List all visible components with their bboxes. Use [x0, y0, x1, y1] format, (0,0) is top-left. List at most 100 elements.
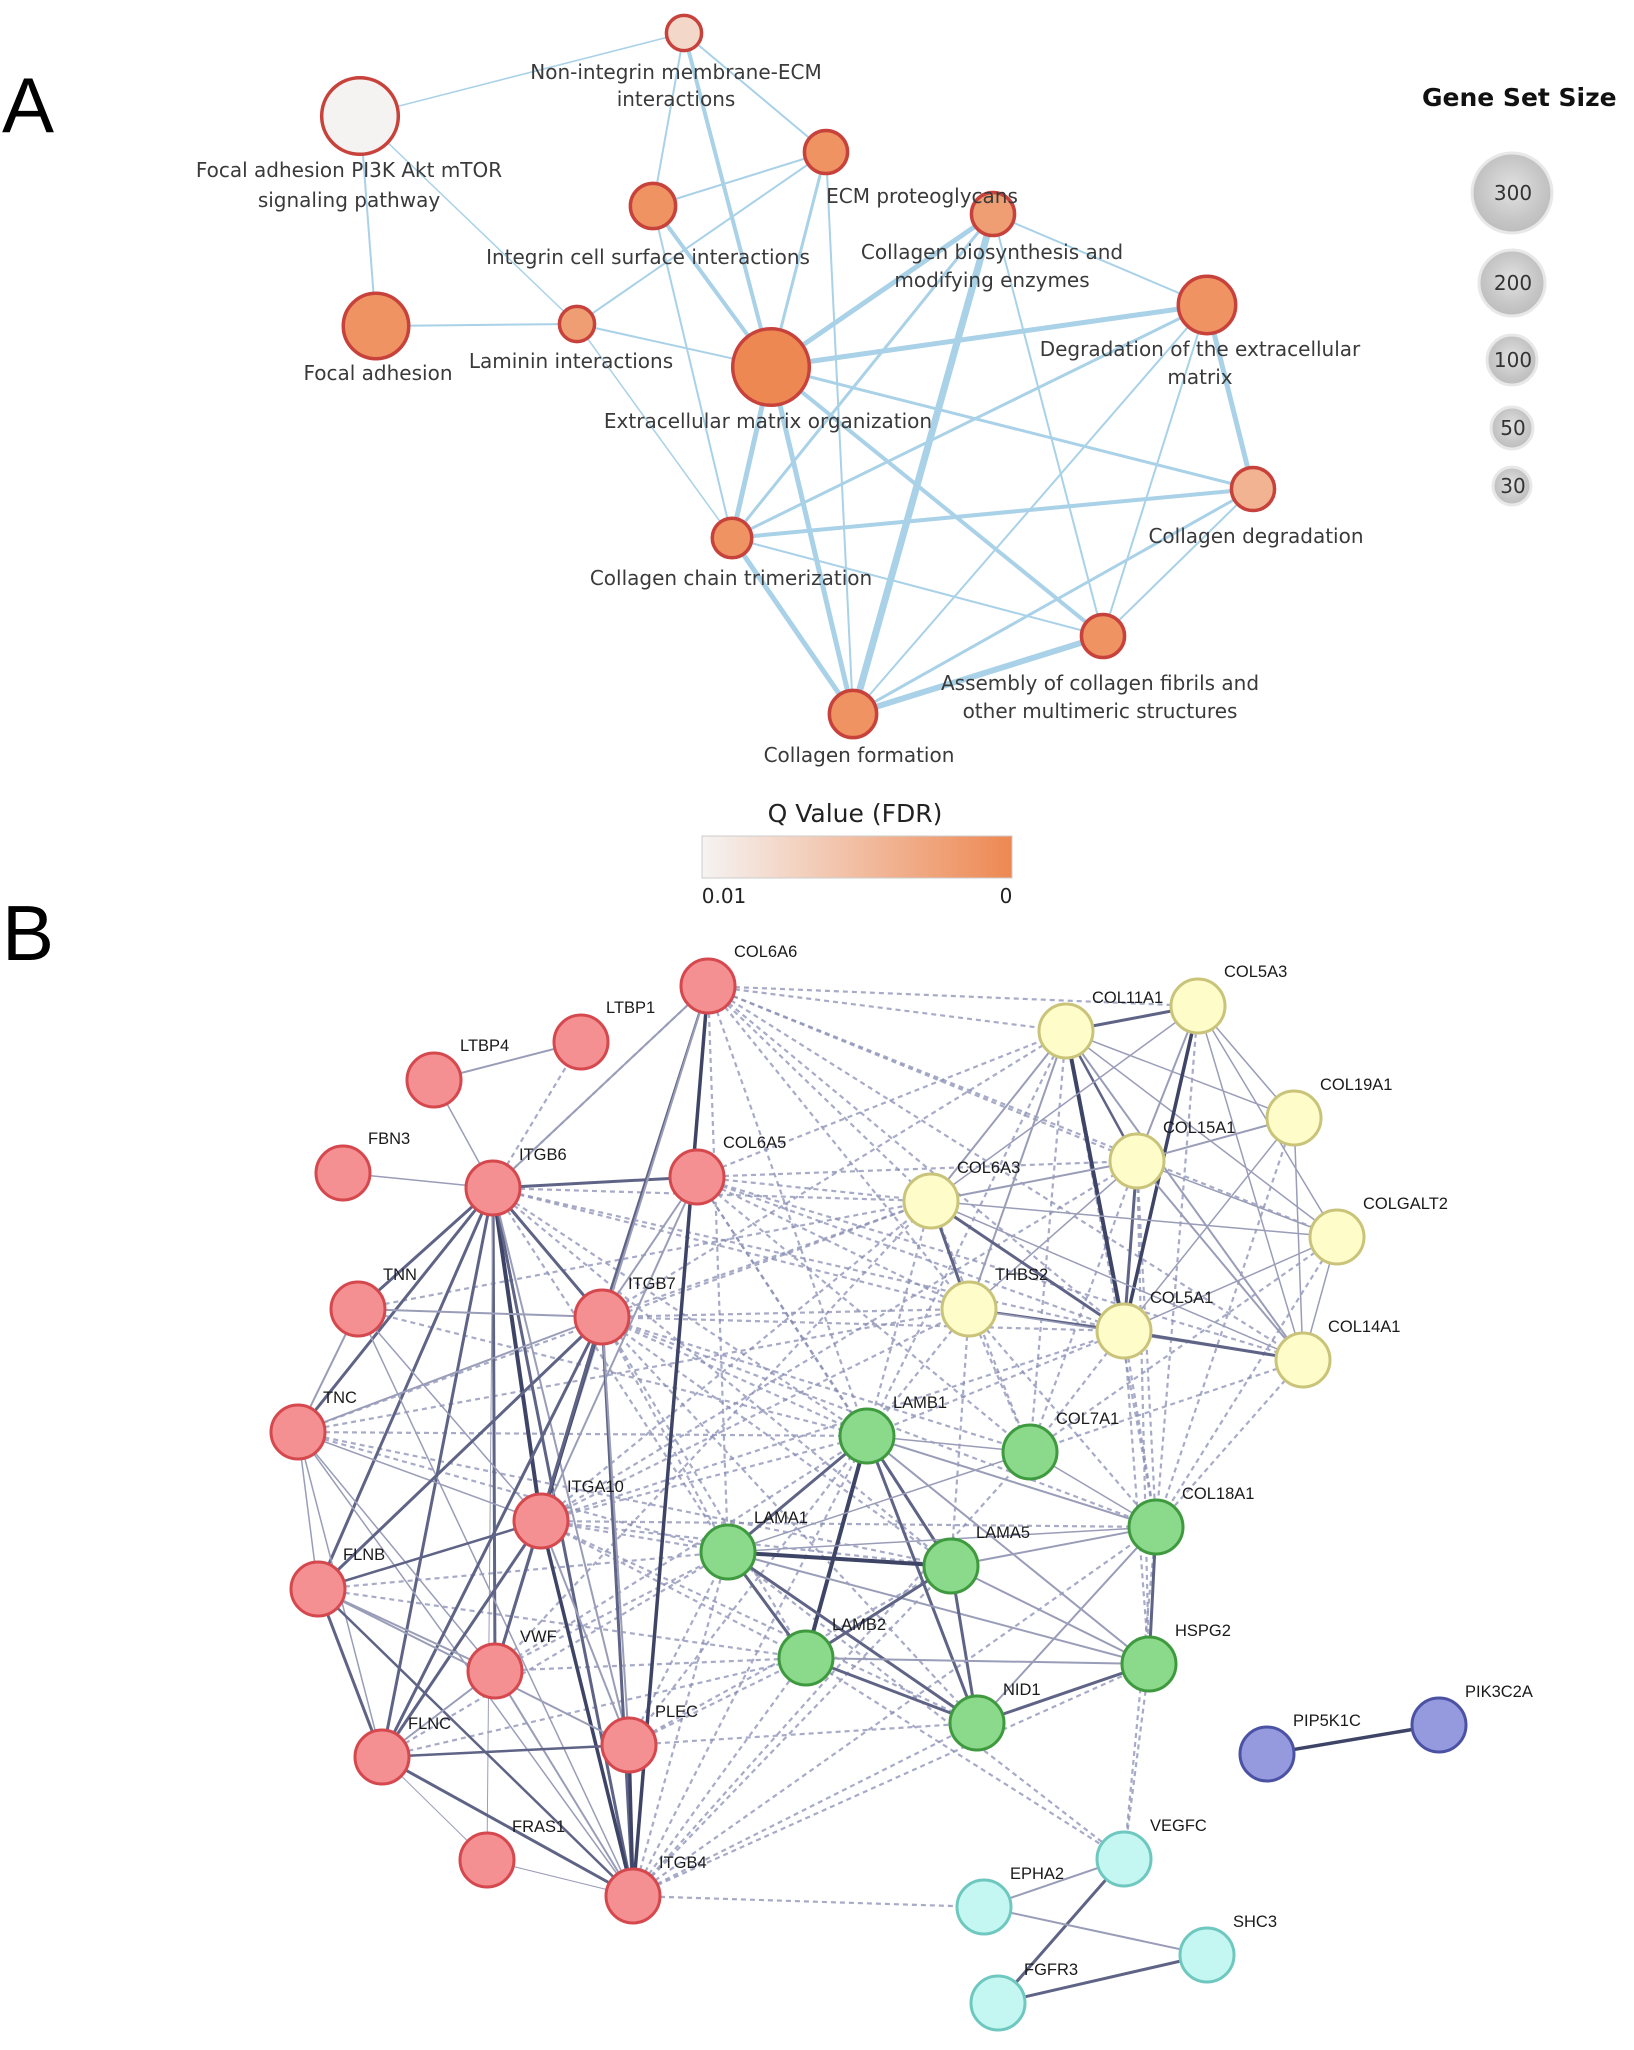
interaction-COL6A3-COL14A1 [930, 1200, 1304, 1361]
interaction-dashed-ITGB4-LAMA1 [631, 1551, 730, 1897]
pathway-node-laminin[interactable] [557, 304, 597, 344]
pathway-node-collbio[interactable] [969, 190, 1017, 238]
protein-node-colgalt2[interactable] [1308, 1208, 1366, 1266]
interaction-dashed-ITGA10-THBS2 [540, 1308, 970, 1522]
protein-node-col19a1[interactable] [1265, 1089, 1323, 1147]
pathway-edge-intcell-chaintri [652, 205, 733, 539]
protein-node-lama5[interactable] [922, 1537, 980, 1595]
gene-set-size-title: Gene Set Size [1422, 83, 1617, 112]
protein-node-tnn[interactable] [329, 1280, 387, 1338]
protein-node-fbn3[interactable] [314, 1144, 372, 1202]
protein-label-fras1: FRAS1 [512, 1818, 565, 1836]
interaction-ITGB6-COL6A5 [492, 1175, 698, 1190]
protein-node-shc3[interactable] [1178, 1926, 1236, 1984]
protein-label-tnn: TNN [383, 1266, 417, 1284]
protein-node-hspg2[interactable] [1120, 1635, 1178, 1693]
pathway-node-ecmprot[interactable] [802, 128, 850, 176]
pathway-node-assembly[interactable] [1079, 612, 1127, 660]
interaction-dashed-COL6A5-COL11A1 [696, 1029, 1067, 1179]
pathway-node-collform[interactable] [827, 688, 879, 740]
pathway-edge-ecmprot-collform [825, 151, 854, 715]
panel-b-nodes [269, 957, 1468, 2032]
pathway-label-fapi3k: Focal adhesion PI3K Akt mTOR [196, 158, 502, 182]
interaction-dashed-TNC-LAMA1 [297, 1430, 729, 1554]
protein-node-ltbp4[interactable] [405, 1051, 463, 1109]
protein-node-ltbp1[interactable] [552, 1013, 610, 1071]
pathway-node-intcell[interactable] [628, 181, 678, 231]
protein-node-vegfc[interactable] [1095, 1830, 1153, 1888]
protein-label-itga10: ITGA10 [567, 1478, 624, 1496]
pathway-node-focal[interactable] [341, 291, 411, 361]
interaction-dashed-COL6A6-COL11A1 [707, 984, 1067, 1033]
pathway-node-chaintri[interactable] [710, 516, 754, 560]
interaction-dashed-PLEC-LAMB1 [628, 1435, 868, 1746]
interaction-COL5A3-COL14A1 [1197, 1005, 1304, 1361]
interaction-dashed-ITGA10-LAMA5 [540, 1519, 952, 1568]
protein-node-pip5k1c[interactable] [1238, 1725, 1296, 1783]
interaction-dashed-COL18A1-VEGFC [1122, 1526, 1158, 1860]
protein-node-col11a1[interactable] [1037, 1002, 1095, 1060]
interaction-COL15A1-THBS2 [968, 1160, 1138, 1310]
protein-node-itga10[interactable] [512, 1492, 570, 1550]
protein-node-plec[interactable] [600, 1716, 658, 1774]
protein-node-lama1[interactable] [699, 1523, 757, 1581]
protein-node-col6a3[interactable] [902, 1172, 960, 1230]
size-legend-circle-30 [1491, 465, 1533, 507]
protein-node-col14a1[interactable] [1274, 1331, 1332, 1389]
protein-node-epha2[interactable] [955, 1878, 1013, 1936]
interaction-COL6A3-COLGALT2 [930, 1200, 1338, 1238]
protein-node-col6a5[interactable] [668, 1148, 726, 1206]
interaction-LAMA1-HSPG2 [727, 1551, 1150, 1665]
size-legend-circle-50 [1489, 405, 1535, 451]
q-value-colorbar [701, 835, 1013, 879]
interaction-dashed-COL11A1-LAMB1 [866, 1030, 1067, 1437]
protein-node-lamb2[interactable] [777, 1629, 835, 1687]
interaction-dashed-TNC-LAMA5 [297, 1430, 952, 1568]
pathway-node-degrad[interactable] [1176, 274, 1238, 336]
interaction-dashed-COL6A5-COL15A1 [696, 1159, 1138, 1179]
protein-node-col5a3[interactable] [1169, 977, 1227, 1035]
protein-node-fgfr3[interactable] [969, 1974, 1027, 2032]
protein-node-col18a1[interactable] [1127, 1498, 1185, 1556]
protein-node-vwf[interactable] [466, 1642, 524, 1700]
protein-node-itgb7[interactable] [573, 1288, 631, 1346]
interaction-VWF-ITGB4 [494, 1670, 634, 1897]
pathway-node-fapi3k[interactable] [319, 75, 401, 157]
pathway-label-colldeg: Collagen degradation [1148, 524, 1363, 548]
panel-b-solid-edges [296, 985, 1440, 2005]
protein-node-thbs2[interactable] [940, 1280, 998, 1338]
protein-node-col6a6[interactable] [679, 957, 737, 1015]
protein-node-itgb6[interactable] [464, 1159, 522, 1217]
interaction-dashed-VWF-LAMB1 [494, 1435, 868, 1672]
size-legend-circle-300 [1470, 151, 1554, 235]
protein-node-col5a1[interactable] [1095, 1302, 1153, 1360]
interaction-ITGA10-FLNC [380, 1520, 543, 1758]
protein-node-col15a1[interactable] [1108, 1132, 1166, 1190]
interaction-FLNB-VWF [317, 1588, 496, 1672]
size-legend-label-100: 100 [1494, 348, 1532, 372]
protein-label-hspg2: HSPG2 [1175, 1622, 1231, 1640]
protein-node-itgb4[interactable] [604, 1867, 662, 1925]
pathway-edge-collbio-chaintri [730, 212, 995, 540]
protein-label-col19a1: COL19A1 [1320, 1076, 1392, 1094]
panel-a-labels: Non-integrin membrane-ECMinteractionsFoc… [196, 60, 1364, 767]
pathway-node-nonint[interactable] [664, 13, 704, 53]
interaction-ITGB7-PLEC [601, 1316, 630, 1746]
interaction-dashed-COL11A1-COL7A1 [1028, 1030, 1068, 1453]
pathway-edge-ecmorg-collbio [768, 211, 996, 370]
pathway-node-colldeg[interactable] [1229, 465, 1277, 513]
pathway-node-ecmorg[interactable] [730, 326, 812, 408]
interaction-dashed-COL6A5-COL5A1 [696, 1175, 1125, 1333]
protein-node-flnb[interactable] [289, 1560, 347, 1618]
interaction-dashed-ITGB7-THBS2 [601, 1307, 970, 1319]
protein-node-flnc[interactable] [353, 1728, 411, 1786]
protein-node-fras1[interactable] [458, 1831, 516, 1889]
protein-node-pik3c2a[interactable] [1410, 1696, 1468, 1754]
protein-node-lamb1[interactable] [838, 1407, 896, 1465]
protein-node-tnc[interactable] [269, 1403, 327, 1461]
protein-node-nid1[interactable] [948, 1694, 1006, 1752]
pathway-label-ecmprot: ECM proteoglycans [826, 184, 1018, 208]
protein-node-col7a1[interactable] [1001, 1423, 1059, 1481]
pathway-label-nonint: Non-integrin membrane-ECM [530, 60, 821, 84]
